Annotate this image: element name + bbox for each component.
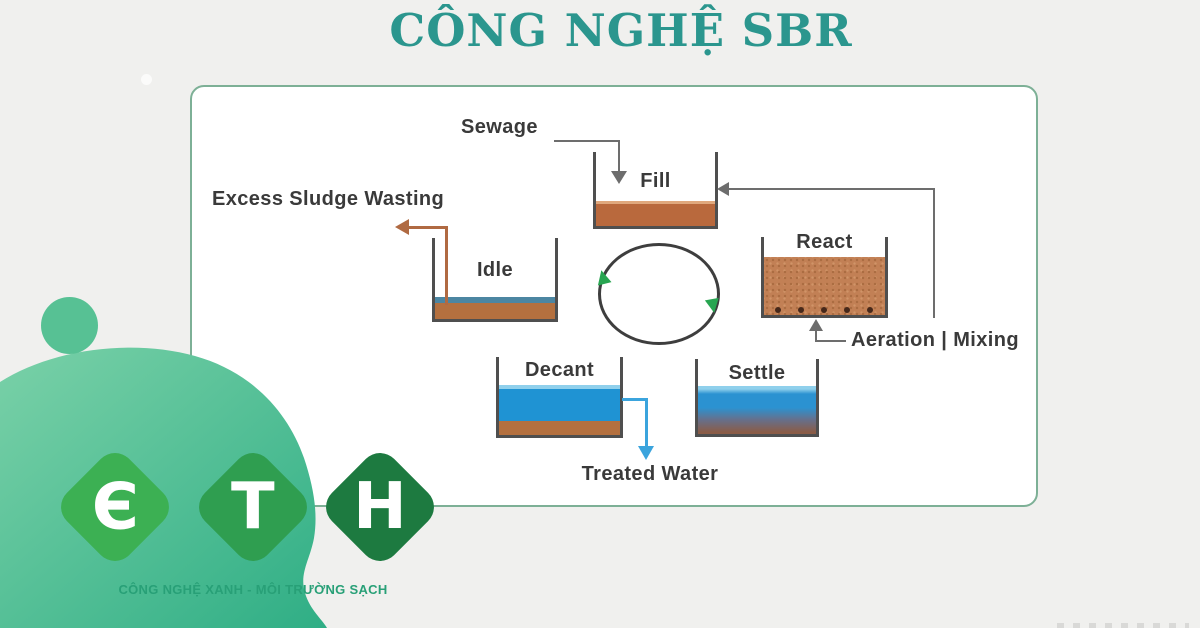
aeration-callout-line <box>815 331 817 342</box>
treated-water-arrow-down-icon <box>638 446 654 460</box>
sludge-wasting-pipe <box>445 227 448 305</box>
return-to-fill-line <box>727 188 935 190</box>
idle-tank-sludge <box>435 303 555 319</box>
treated-water-pipe <box>622 398 648 401</box>
logo-accent-circle <box>41 297 98 354</box>
sludge-wasting-pipe <box>408 226 448 229</box>
label-react: React <box>796 231 853 253</box>
label-fill: Fill <box>640 170 671 192</box>
page-title: CÔNG NGHỆ SBR <box>389 4 853 57</box>
label-excess-sludge-wasting: Excess Sludge Wasting <box>212 188 445 210</box>
logo-slogan: CÔNG NGHỆ XANH - MÔI TRƯỜNG SẠCH <box>118 582 388 597</box>
logo-letter-t: T <box>231 470 275 544</box>
cropped-watermark <box>1057 623 1189 628</box>
cycle-circle <box>598 243 720 345</box>
fill-tank-liquid <box>596 201 715 226</box>
label-idle: Idle <box>476 259 514 281</box>
idle-tank-supernatant <box>435 297 555 303</box>
idle-tank <box>432 238 558 322</box>
cycle-arrow-down-icon <box>704 297 722 315</box>
sludge-arrow-left-icon <box>395 219 409 235</box>
label-settle: Settle <box>728 362 786 384</box>
decant-tank-clear-water <box>499 385 620 421</box>
fill-tank <box>593 152 718 229</box>
diffuser-dot <box>843 307 850 313</box>
treated-water-pipe <box>645 398 648 448</box>
aeration-callout-line <box>815 340 846 342</box>
diffuser-dot <box>797 307 804 313</box>
decant-tank-sludge <box>499 421 620 435</box>
logo-letter-h: H <box>353 470 407 544</box>
sewage-inflow-line <box>618 140 620 172</box>
label-sewage: Sewage <box>461 116 538 138</box>
return-arrow-left-icon <box>717 182 729 196</box>
react-tank-liquid <box>764 257 885 315</box>
diffuser-dot <box>866 307 873 313</box>
return-to-fill-line <box>933 188 935 318</box>
diffuser-dot <box>774 307 781 313</box>
aeration-arrow-up-icon <box>809 319 823 331</box>
react-tank <box>761 237 888 318</box>
label-decant: Decant <box>524 359 595 381</box>
label-aeration-mixing: Aeration | Mixing <box>851 329 1019 351</box>
background-dot <box>141 74 152 85</box>
diffuser-dot <box>820 307 827 313</box>
settle-tank-gradient-liquid <box>698 386 816 434</box>
logo-letter-e: Є <box>91 470 139 544</box>
decant-tank <box>496 357 623 438</box>
label-treated-water: Treated Water <box>581 463 719 485</box>
sewage-inflow-line <box>554 140 620 142</box>
sewage-arrow-down-icon <box>611 171 627 184</box>
settle-tank <box>695 359 819 437</box>
